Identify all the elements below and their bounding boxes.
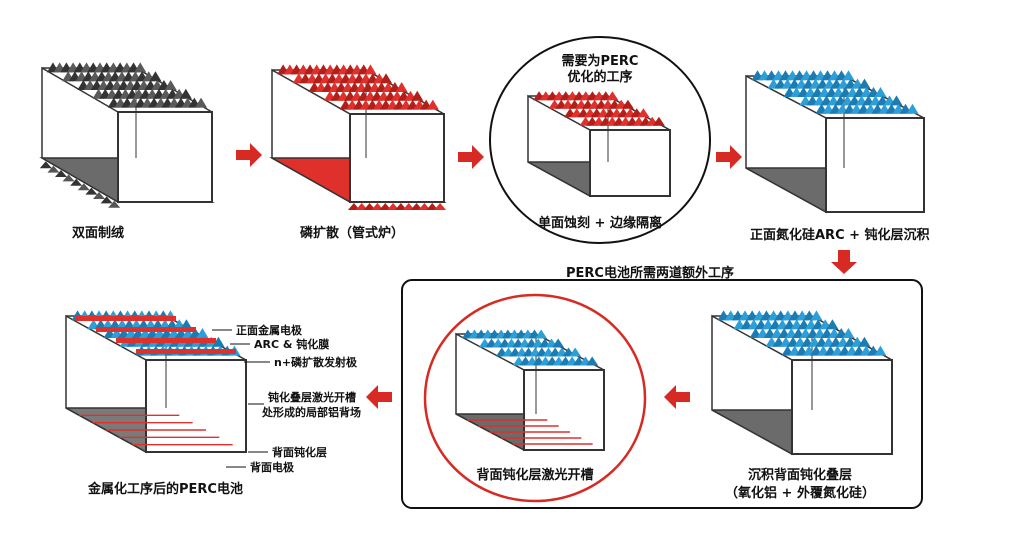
arrow-left-1: [664, 385, 690, 409]
front-metal-fingers: [76, 316, 236, 354]
blue-texture-arc: [751, 70, 919, 114]
texture-pyramid: [62, 174, 75, 182]
texture-pyramid: [426, 99, 439, 110]
texture-pyramid: [826, 319, 839, 330]
arrow-2: [458, 145, 484, 169]
texture-pyramid: [874, 87, 887, 97]
texture-pyramid: [39, 161, 52, 169]
laser-grooves-final: [79, 414, 233, 446]
gray-texture-top: [46, 62, 208, 108]
arrow-3: [716, 145, 742, 169]
red-texture-bottom: [347, 203, 447, 210]
texture-pyramid: [347, 203, 360, 210]
label-front-metal: 正面金属电极: [236, 324, 302, 337]
label-rear-passivation: 背面钝化层: [272, 446, 327, 459]
texture-pyramid: [77, 183, 90, 191]
texture-pyramid: [569, 347, 582, 357]
caption-front-arc: 正面氮化硅ARC + 钝化层沉积: [750, 228, 930, 243]
texture-pyramid: [906, 103, 919, 114]
texture-pyramid: [394, 203, 407, 210]
texture-pyramid: [371, 203, 384, 210]
texture-pyramid: [552, 338, 565, 348]
arrow-left-2: [366, 385, 392, 409]
arrow-down: [831, 250, 857, 274]
texture-pyramid: [606, 91, 619, 101]
red-texture-etch: [533, 91, 665, 126]
caption-texturing: 双面制绒: [72, 226, 125, 241]
red-texture-top: [277, 64, 439, 110]
box-final-perc: [65, 310, 247, 454]
caption-laser: 背面钝化层激光开槽: [476, 468, 594, 483]
box-laser-circle: [423, 293, 647, 503]
texture-pyramid: [395, 82, 408, 92]
texture-pyramid: [418, 203, 431, 210]
caption-perc-optimized-1: 需要为PERC: [561, 54, 639, 69]
texture-pyramid: [434, 203, 447, 210]
label-laser-bsf-2: 处形成的局部铝背场: [262, 406, 361, 419]
texture-pyramid: [196, 328, 209, 338]
texture-pyramid: [195, 97, 208, 108]
laser-grooves-small: [467, 419, 593, 445]
gray-texture-bottom: [39, 161, 121, 208]
caption-diffusion: 磷扩散（管式炉）: [300, 226, 405, 241]
texture-pyramid: [212, 336, 225, 347]
texture-pyramid: [426, 203, 439, 210]
texture-pyramid: [108, 200, 121, 208]
box-rear-deposit: [711, 310, 893, 456]
texture-pyramid: [180, 319, 193, 330]
label-laser-bsf-1: 钝化叠层激光开槽: [268, 391, 356, 404]
texture-pyramid: [85, 187, 98, 195]
texture-pyramid: [410, 203, 423, 210]
texture-pyramid: [535, 329, 548, 339]
texture-pyramid: [70, 178, 83, 186]
label-leaders: [212, 329, 270, 468]
texture-pyramid: [842, 70, 855, 81]
texture-pyramid: [149, 71, 162, 82]
label-n-emitter: n+磷扩散发射极: [274, 356, 358, 369]
texture-pyramid: [100, 196, 113, 204]
texture-pyramid: [402, 203, 415, 210]
caption-etch: 单面蚀刻 + 边缘隔离: [538, 216, 662, 231]
caption-rear-deposit-2: （氧化铝 + 外覆氮化硅）: [725, 486, 875, 501]
texture-pyramid: [179, 88, 192, 99]
texture-pyramid: [387, 203, 400, 210]
blue-texture-rear: [717, 310, 887, 356]
texture-pyramid: [134, 62, 147, 73]
texture-pyramid: [810, 310, 823, 321]
texture-pyramid: [355, 203, 368, 210]
arrow-1: [236, 143, 262, 167]
label-rear-electrode: 背面电极: [250, 461, 294, 474]
texture-pyramid: [47, 165, 60, 173]
box-etch-circle: [489, 36, 711, 244]
caption-extra-title: PERC电池所需两道额外工序: [566, 266, 734, 281]
caption-rear-deposit-1: 沉积背面钝化叠层: [747, 468, 853, 483]
extra-steps-frame: [401, 279, 923, 509]
texture-pyramid: [411, 90, 424, 101]
texture-pyramid: [380, 73, 393, 84]
caption-final: 金属化工序后的PERC电池: [88, 482, 243, 497]
texture-pyramid: [652, 116, 665, 126]
texture-pyramid: [874, 345, 887, 356]
texture-pyramid: [858, 78, 871, 89]
texture-pyramid: [93, 192, 105, 199]
texture-pyramid: [164, 80, 177, 90]
texture-pyramid: [363, 203, 376, 210]
texture-pyramid: [858, 336, 871, 347]
texture-pyramid: [364, 64, 377, 75]
caption-perc-optimized-2: 优化的工序: [567, 70, 633, 85]
texture-pyramid: [842, 328, 855, 338]
texture-pyramid: [637, 108, 650, 118]
box-texturing: [39, 62, 215, 208]
texture-pyramid: [55, 170, 67, 177]
label-arc: ARC & 钝化膜: [254, 338, 330, 351]
box-diffusion: [269, 64, 447, 210]
texture-pyramid: [890, 95, 903, 106]
texture-pyramid: [586, 356, 599, 366]
blue-texture-laser: [461, 329, 599, 366]
texture-pyramid: [379, 203, 392, 210]
box-front-arc: [745, 70, 925, 214]
texture-pyramid: [621, 99, 634, 109]
